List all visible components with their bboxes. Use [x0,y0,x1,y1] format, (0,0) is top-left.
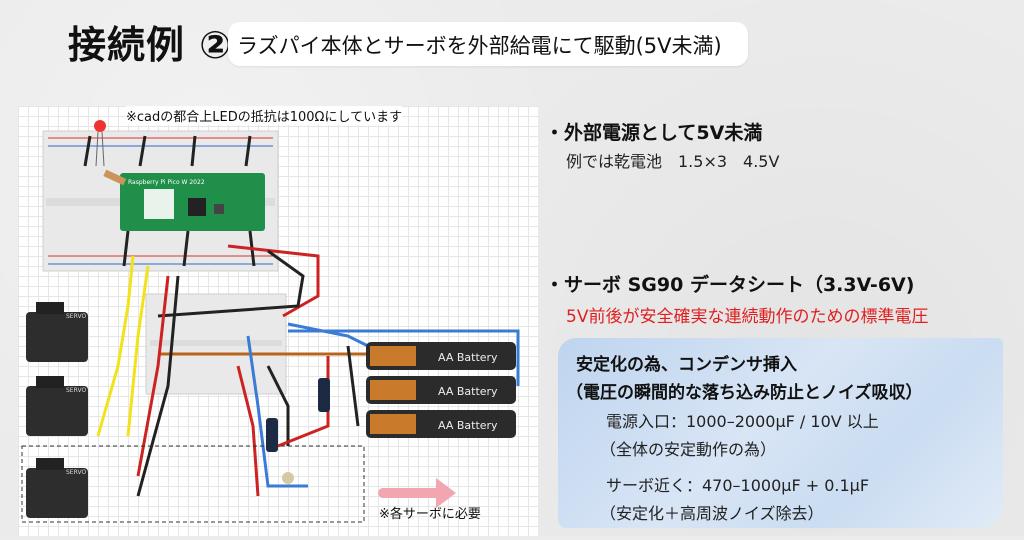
title-number: ② [199,23,233,67]
title-text: 接続例 [68,23,186,67]
capacitor-icon [266,378,330,484]
battery-label-2: AA Battery [438,385,498,398]
page-title: 接続例 ② [68,14,232,69]
cap-line1-note: （全体の安定動作の為） [600,440,777,459]
servo-3: SERVO [26,458,88,518]
capacitor-brush-box [558,338,1003,528]
subtitle: ラズパイ本体とサーボを外部給電にて駆動(5V未満) [237,34,722,58]
pico-board: Raspberry Pi Pico W 2022 [120,173,265,231]
battery-label-3: AA Battery [438,419,498,432]
wiring-diagram: Raspberry Pi Pico W 2022 [18,106,538,536]
cap-line1: 電源入口：1000–2000μF / 10V 以上 [606,412,879,431]
diagram-note-top: ※cadの都合上LEDの抵抗は100Ωにしています [126,106,403,125]
servo-label-2: SERVO [66,387,86,394]
servo-label-1: SERVO [66,313,86,320]
cap-title: 安定化の為、コンデンサ挿入 [576,355,797,375]
board-label: Raspberry Pi Pico W 2022 [128,179,205,186]
led-icon [94,120,127,186]
dashed-group [21,445,365,523]
arrow-icon [378,478,456,508]
servo-heading: ・サーボ SG90 データシート（3.3V-6V) [545,274,915,296]
servo-1: SERVO [26,302,88,362]
servo-note: 5V前後が安全確実な連続動作のための標準電圧 [566,307,929,327]
battery-pack: AA Battery AA Battery AA Battery [366,342,516,438]
servo-label-3: SERVO [66,469,86,476]
wiring-svg: Raspberry Pi Pico W 2022 [21,120,520,523]
servo-2: SERVO [26,376,88,436]
cap-subtitle: （電圧の瞬間的な落ち込み防止とノイズ吸収） [566,383,923,403]
cap-line2: サーボ近く：470–1000μF + 0.1μF [606,476,870,495]
diagram-note-bottom: ※各サーボに必要 [379,507,481,522]
subtitle-pill [228,22,748,66]
power-example: 例では乾電池 1.5×3 4.5V [566,152,780,171]
power-heading: ・外部電源として5V未満 [545,122,763,144]
cap-line2-note: （安定化＋高周波ノイズ除去） [600,504,824,523]
battery-label-1: AA Battery [438,351,498,364]
